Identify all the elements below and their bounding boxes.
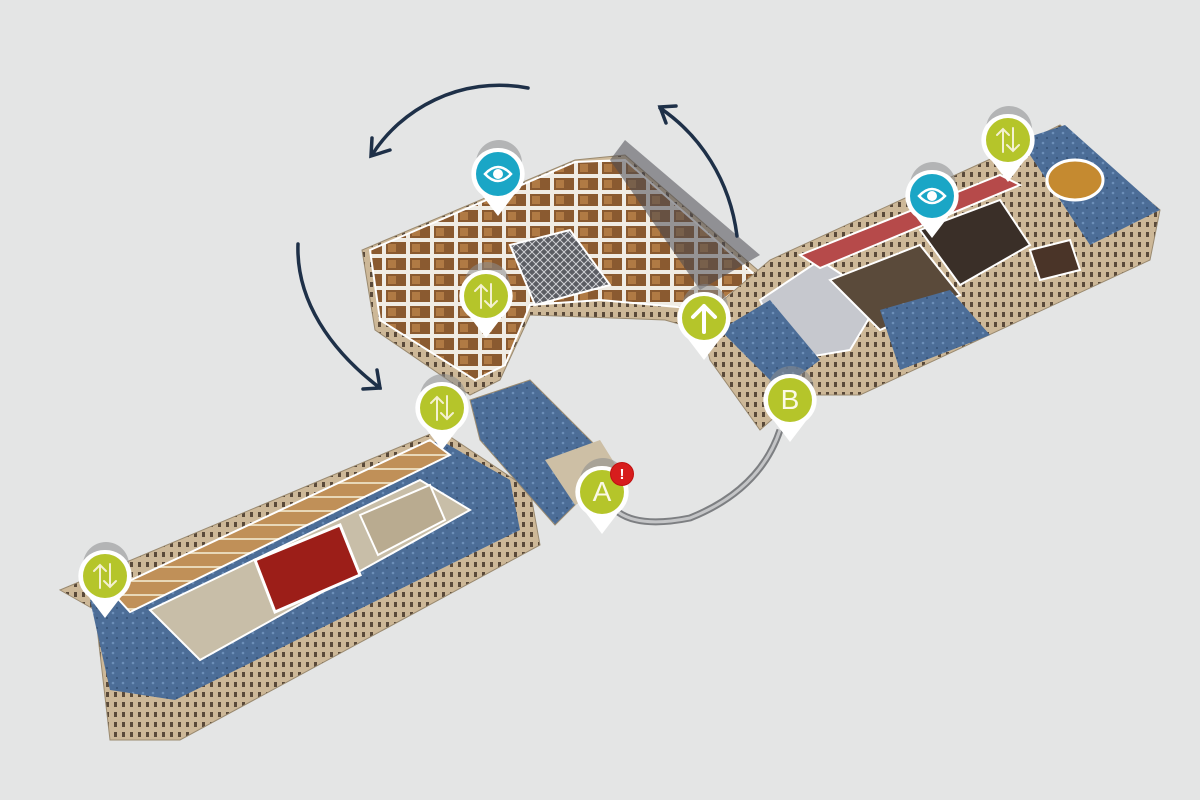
map-marker-view-1[interactable] [470, 140, 526, 218]
map-marker-stairs-1[interactable] [458, 262, 514, 340]
map-marker-stairs-2[interactable] [414, 374, 470, 452]
eye-icon [476, 152, 520, 196]
right-wing[interactable] [699, 124, 1161, 431]
map-marker-point-b[interactable]: B [762, 366, 818, 444]
rotate-arrow-left[interactable] [296, 242, 383, 391]
rotate-arrow-top-left[interactable] [369, 83, 530, 159]
marker-letter: A [592, 476, 612, 507]
up-down-arrows-icon [986, 118, 1030, 162]
central-wing[interactable] [361, 140, 761, 396]
up-down-arrows-icon [420, 386, 464, 430]
marker-letter: B [780, 384, 800, 415]
map-marker-view-2[interactable] [904, 162, 960, 240]
waypoint-label: A [580, 470, 624, 514]
map-marker-stairs-4[interactable] [980, 106, 1036, 184]
up-down-arrows-icon [464, 274, 508, 318]
bridge-path [615, 428, 784, 526]
waypoint-label: B [768, 378, 812, 422]
up-down-arrows-icon [83, 554, 127, 598]
arrow-up-icon [682, 296, 726, 340]
map-marker-exit-up[interactable] [676, 284, 732, 362]
map-marker-point-a[interactable]: A! [574, 458, 634, 536]
left-wing[interactable] [58, 429, 541, 741]
rotate-arrow-top-right[interactable] [657, 104, 739, 238]
alert-badge[interactable]: ! [610, 462, 634, 486]
map-marker-stairs-3[interactable] [77, 542, 133, 620]
eye-icon [910, 174, 954, 218]
